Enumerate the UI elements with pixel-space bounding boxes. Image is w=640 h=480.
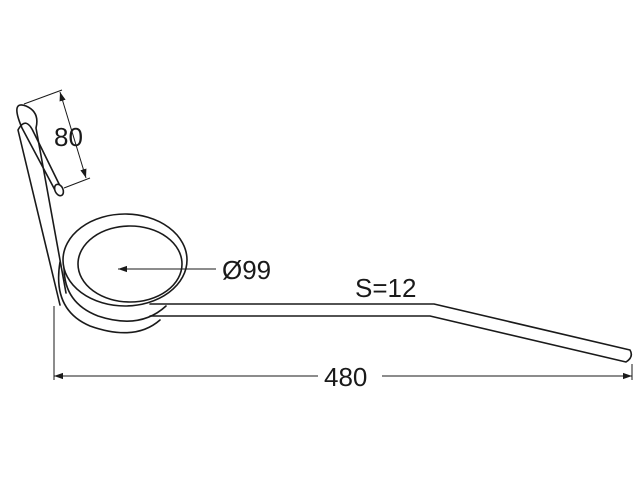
- thickness-label: S=12: [355, 273, 416, 303]
- length-label: 480: [324, 362, 367, 392]
- dimension-480: 480: [53, 306, 633, 392]
- coil: [57, 213, 188, 334]
- diameter-dimension: Ø99: [118, 255, 271, 285]
- dimension-80: 80: [23, 89, 91, 189]
- coil-inner-ring: [77, 225, 183, 303]
- coil-outer-ring: [62, 213, 188, 307]
- diameter-label: Ø99: [222, 255, 271, 285]
- height-label: 80: [54, 122, 83, 152]
- hook-arm: [16, 104, 67, 306]
- tine: [149, 303, 633, 363]
